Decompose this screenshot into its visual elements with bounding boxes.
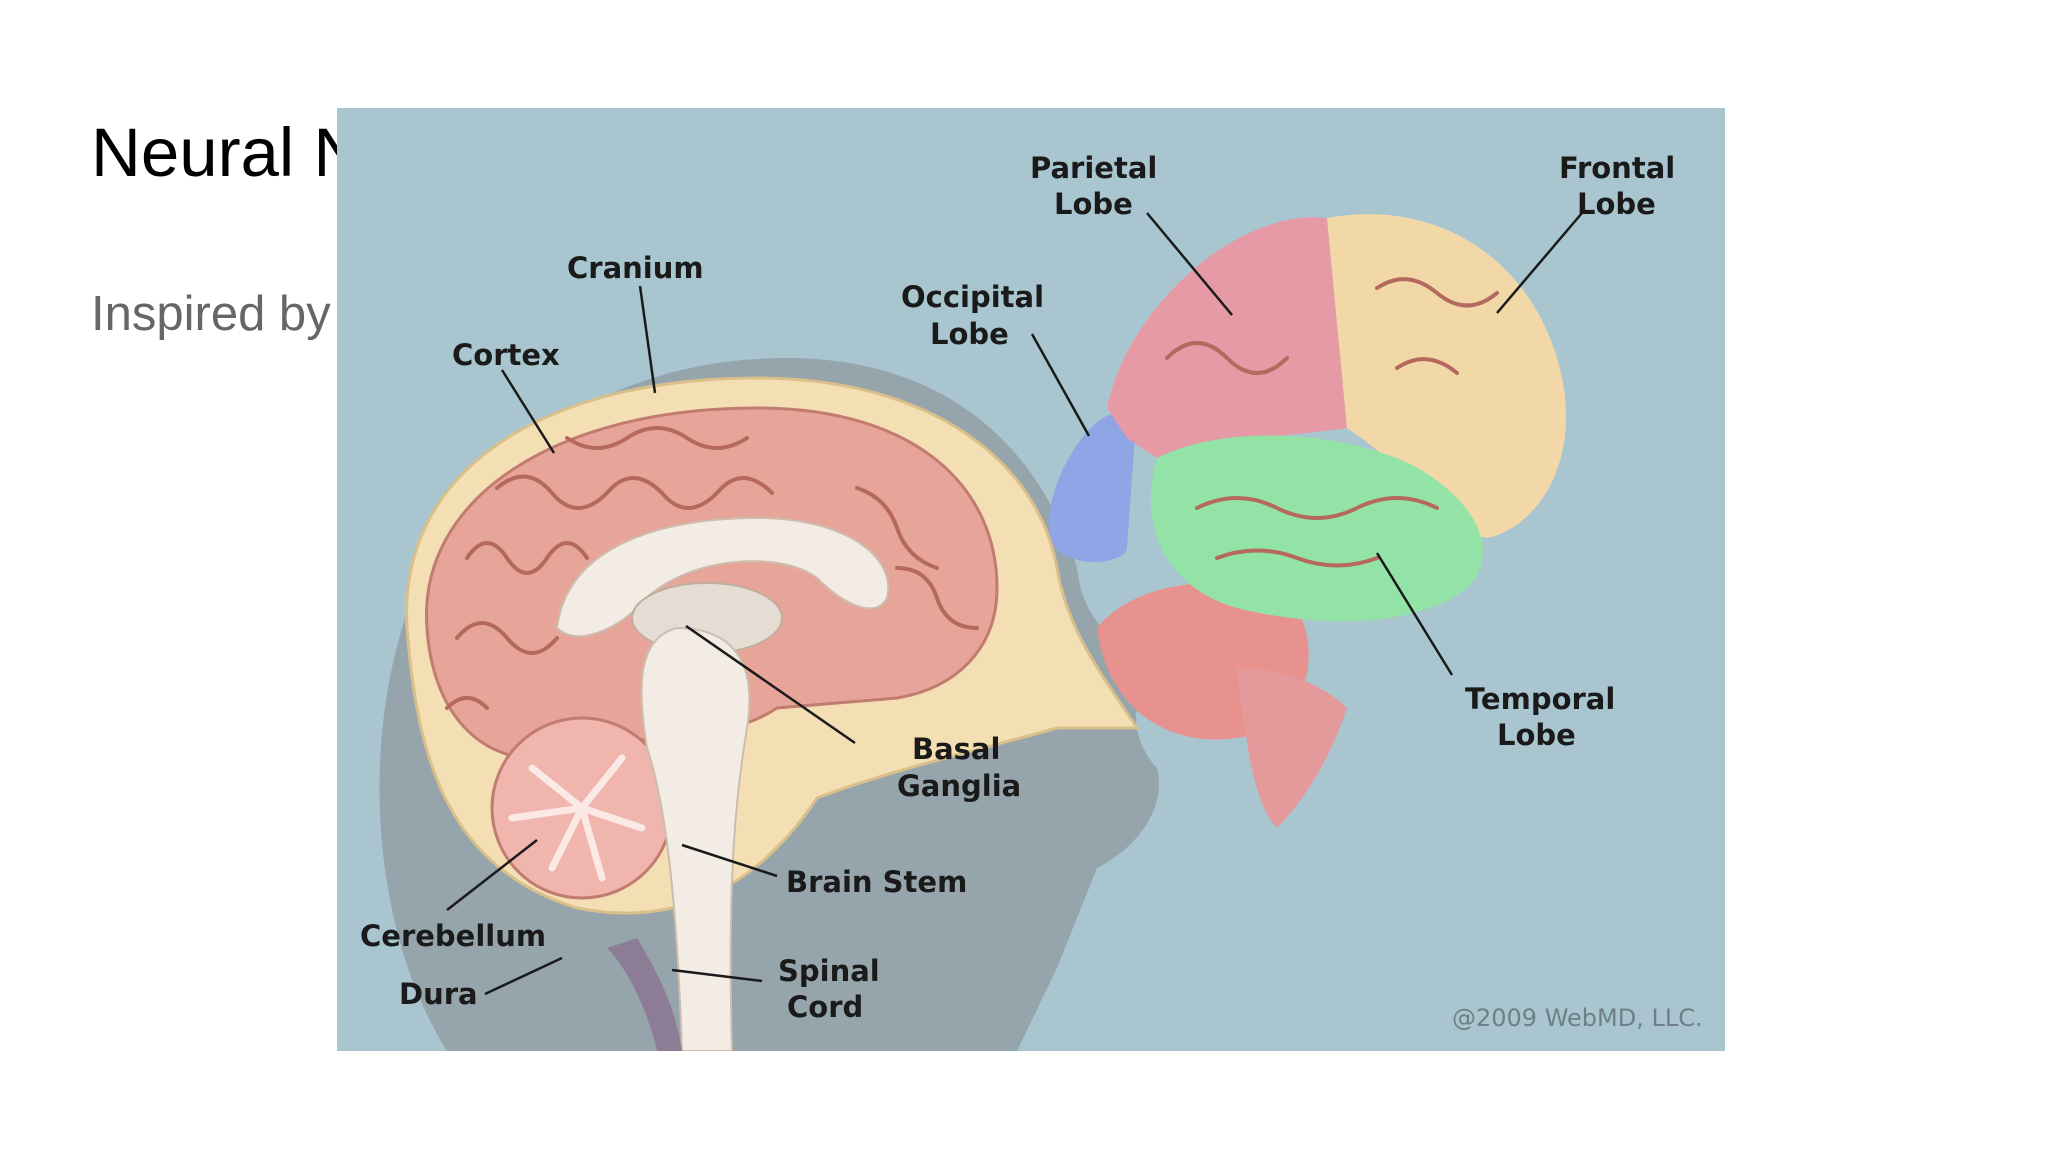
label-spinal-1: Spinal xyxy=(778,954,880,988)
brain-anatomy-illustration: Cranium Cortex Occipital Lobe Parietal L… xyxy=(360,151,1703,1051)
label-brain-stem: Brain Stem xyxy=(786,865,967,899)
leader-temporal xyxy=(1375,552,1454,676)
leader-spinal-cord xyxy=(671,968,763,983)
label-cerebellum: Cerebellum xyxy=(360,919,546,953)
label-cranium: Cranium xyxy=(567,251,704,285)
cerebellum-branches xyxy=(508,754,646,882)
leader-cranium xyxy=(638,285,657,394)
label-temporal-1: Temporal xyxy=(1465,682,1615,716)
brain-stem-lateral xyxy=(1237,668,1347,828)
label-frontal-2: Lobe xyxy=(1577,187,1656,221)
label-temporal-2: Lobe xyxy=(1497,718,1576,752)
leader-basal-ganglia xyxy=(685,624,856,745)
slide-title: Neural N xyxy=(91,114,364,191)
label-spinal-2: Cord xyxy=(787,990,863,1024)
label-parietal-1: Parietal xyxy=(1030,151,1157,185)
leader-cortex xyxy=(500,369,556,454)
leader-cerebellum xyxy=(446,839,538,911)
label-occipital-2: Lobe xyxy=(930,317,1009,351)
label-frontal-1: Frontal xyxy=(1559,151,1675,185)
leader-frontal xyxy=(1496,212,1583,314)
leader-occipital xyxy=(1030,333,1091,437)
cortex-folds xyxy=(445,426,979,710)
copyright-notice: @2009 WebMD, LLC. xyxy=(1452,1004,1703,1032)
label-parietal-2: Lobe xyxy=(1054,187,1133,221)
label-basal-2: Ganglia xyxy=(897,769,1021,803)
temporal-lobe xyxy=(1150,435,1483,622)
brain-stem xyxy=(640,626,751,1051)
leader-dura xyxy=(484,956,563,996)
label-dura: Dura xyxy=(399,977,478,1011)
label-cortex: Cortex xyxy=(452,338,560,372)
occipital-lobe xyxy=(1048,408,1137,563)
leader-brain-stem xyxy=(681,843,778,878)
dura xyxy=(607,938,682,1051)
lateral-brain xyxy=(1048,214,1567,828)
brain-anatomy-figure: Cranium Cortex Occipital Lobe Parietal L… xyxy=(337,108,1725,1051)
slide-subtitle: Inspired by xyxy=(91,287,331,341)
parietal-lobe xyxy=(1107,217,1347,458)
label-basal-1: Basal xyxy=(912,732,1000,766)
label-occipital-1: Occipital xyxy=(901,280,1044,314)
lateral-brain-folds xyxy=(1165,277,1499,568)
leader-parietal xyxy=(1146,212,1233,316)
